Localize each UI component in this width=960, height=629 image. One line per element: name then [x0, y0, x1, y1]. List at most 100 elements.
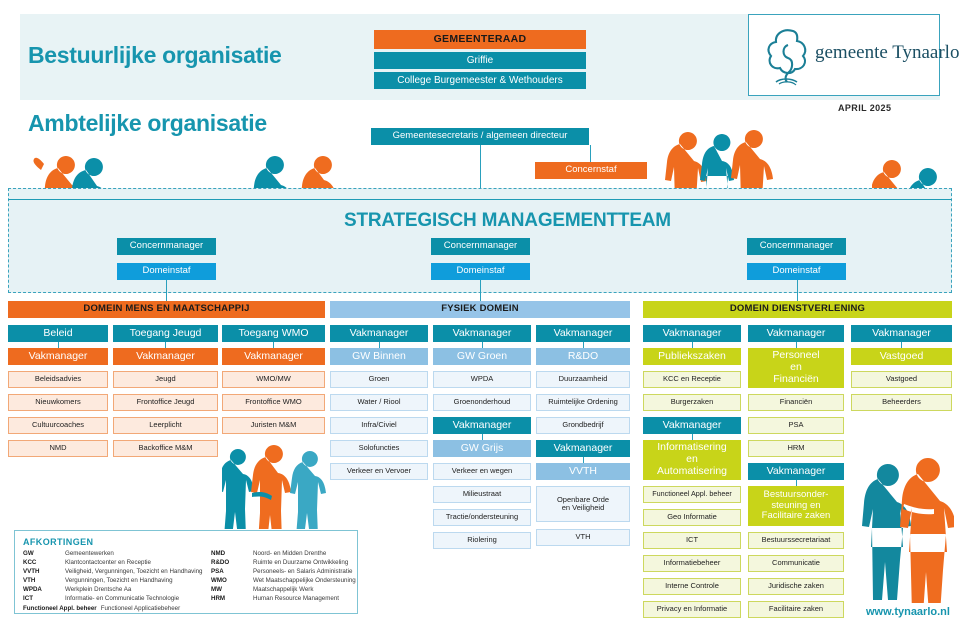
legend-definition: Ruimte en Duurzame Ontwikkeling [253, 559, 349, 567]
box-unit-publiekszaken[interactable]: Publiekszaken [643, 348, 741, 365]
box-team-frontoffice-jeugd[interactable]: Frontoffice Jeugd [113, 394, 218, 411]
box-unit-gw-binnen[interactable]: GW Binnen [330, 348, 428, 365]
box-team-juridische-zaken[interactable]: Juridische zaken [748, 578, 844, 595]
box-vakmanager-personeel-en-financien[interactable]: Vakmanager [748, 325, 844, 342]
box-team-functioneel-appl-beheer[interactable]: Functioneel Appl. beheer [643, 486, 741, 503]
box-team-privacy-en-informatie[interactable]: Privacy en Informatie [643, 601, 741, 618]
website-link[interactable]: www.tynaarlo.nl [866, 606, 950, 618]
box-team-hrm[interactable]: HRM [748, 440, 844, 457]
box-vakmanager-gw-binnen[interactable]: Vakmanager [330, 325, 428, 342]
box-unit-toegang-wmo[interactable]: Toegang WMO [222, 325, 325, 342]
box-team-water-riool[interactable]: Water / Riool [330, 394, 428, 411]
box-gemeenteraad[interactable]: GEMEENTERAAD [374, 30, 586, 49]
box-team-kcc-en-receptie[interactable]: KCC en Receptie [643, 371, 741, 388]
box-team-infra-civiel[interactable]: Infra/Civiel [330, 417, 428, 434]
box-vakmanager-vastgoed[interactable]: Vakmanager [851, 325, 952, 342]
box-team-geo-informatie[interactable]: Geo Informatie [643, 509, 741, 526]
box-team-wmo-mw[interactable]: WMO/MW [222, 371, 325, 388]
box-unit-bestuursondersteuning-en-facilitaire-zaken[interactable]: Bestuursonder- steuning en Facilitaire z… [748, 486, 844, 526]
box-unit-rdo[interactable]: R&DO [536, 348, 630, 365]
box-team-cultuurcoaches[interactable]: Cultuurcoaches [8, 417, 108, 434]
legend-definition: Personeels- en Salaris Administratie [253, 568, 353, 576]
box-college-bw[interactable]: College Burgemeester & Wethouders [374, 72, 586, 89]
box-team-solofuncties[interactable]: Solofuncties [330, 440, 428, 457]
box-vakmanager-gw-grijs[interactable]: Vakmanager [433, 417, 531, 434]
box-concernmanager-1[interactable]: Concernmanager [117, 238, 216, 255]
box-concernmanager-2[interactable]: Concernmanager [431, 238, 530, 255]
box-team-duurzaamheid[interactable]: Duurzaamheid [536, 371, 630, 388]
header-fysiek-domein[interactable]: FYSIEK DOMEIN [330, 301, 630, 318]
box-unit-gw-groen[interactable]: GW Groen [433, 348, 531, 365]
box-team-riolering[interactable]: Riolering [433, 532, 531, 549]
box-vakmanager-vvth[interactable]: Vakmanager [536, 440, 630, 457]
box-team-vastgoed[interactable]: Vastgoed [851, 371, 952, 388]
box-vakmanager-rdo[interactable]: Vakmanager [536, 325, 630, 342]
header-domein-dienstverlening[interactable]: DOMEIN DIENSTVERLENING [643, 301, 952, 318]
box-team-ruimtelijke-ordening[interactable]: Ruimtelijke Ordening [536, 394, 630, 411]
box-unit-vastgoed[interactable]: Vastgoed [851, 348, 952, 365]
legend-definition: Wet Maatschappelijke Ondersteuning [253, 577, 356, 585]
box-gemeentesecretaris[interactable]: Gemeentesecretaris / algemeen directeur [371, 128, 589, 145]
box-team-vth[interactable]: VTH [536, 529, 630, 546]
legend-title: AFKORTINGEN [23, 537, 94, 547]
box-griffie[interactable]: Griffie [374, 52, 586, 69]
box-team-psa[interactable]: PSA [748, 417, 844, 434]
box-team-nieuwkomers[interactable]: Nieuwkomers [8, 394, 108, 411]
box-vakmanager-informatisering[interactable]: Vakmanager [643, 417, 741, 434]
header-domein-mens-en-maatschappij[interactable]: DOMEIN MENS EN MAATSCHAPPIJ [8, 301, 325, 318]
box-vakmanager-publiekszaken[interactable]: Vakmanager [643, 325, 741, 342]
box-team-verkeer-en-wegen[interactable]: Verkeer en wegen [433, 463, 531, 480]
box-vakmanager-toegang-wmo[interactable]: Vakmanager [222, 348, 325, 365]
connector-domain-3 [797, 280, 798, 301]
box-vakmanager-beleid[interactable]: Vakmanager [8, 348, 108, 365]
box-unit-vvth[interactable]: VVTH [536, 463, 630, 480]
box-concernstaf[interactable]: Concernstaf [535, 162, 647, 179]
box-team-groen[interactable]: Groen [330, 371, 428, 388]
box-vakmanager-gw-groen[interactable]: Vakmanager [433, 325, 531, 342]
legend-definition: Functioneel Applicatiebeheer [100, 604, 181, 612]
box-team-wpda[interactable]: WPDA [433, 371, 531, 388]
box-team-informatiebeheer[interactable]: Informatiebeheer [643, 555, 741, 572]
box-domeinstaf-3[interactable]: Domeinstaf [747, 263, 846, 280]
box-team-burgerzaken[interactable]: Burgerzaken [643, 394, 741, 411]
box-team-jeugd[interactable]: Jeugd [113, 371, 218, 388]
box-domeinstaf-1[interactable]: Domeinstaf [117, 263, 216, 280]
box-vakmanager-toegang-jeugd[interactable]: Vakmanager [113, 348, 218, 365]
box-unit-gw-grijs[interactable]: GW Grijs [433, 440, 531, 457]
connector-beleid-vakmanager [58, 342, 59, 348]
connector-rdo [583, 342, 584, 348]
box-team-interne-controle[interactable]: Interne Controle [643, 578, 741, 595]
box-unit-toegang-jeugd[interactable]: Toegang Jeugd [113, 325, 218, 342]
box-team-openbare-orde-en-veiligheid[interactable]: Openbare Orde en Veiligheid [536, 486, 630, 522]
box-team-juristen-mm[interactable]: Juristen M&M [222, 417, 325, 434]
people-illustration-domain1 [222, 445, 326, 529]
date-label: APRIL 2025 [838, 103, 892, 113]
box-team-nmd[interactable]: NMD [8, 440, 108, 457]
box-team-financien[interactable]: Financiën [748, 394, 844, 411]
box-unit-beleid[interactable]: Beleid [8, 325, 108, 342]
box-team-groenonderhoud[interactable]: Groenonderhoud [433, 394, 531, 411]
box-team-beleidsadvies[interactable]: Beleidsadvies [8, 371, 108, 388]
box-team-bestuurssecretariaat[interactable]: Bestuurssecretariaat [748, 532, 844, 549]
box-unit-personeel-en-financien[interactable]: Personeel en Financiën [748, 348, 844, 388]
box-team-tractie-ondersteuning[interactable]: Tractie/ondersteuning [433, 509, 531, 526]
box-team-communicatie[interactable]: Communicatie [748, 555, 844, 572]
box-team-milieustraat[interactable]: Milieustraat [433, 486, 531, 503]
box-team-beheerders[interactable]: Beheerders [851, 394, 952, 411]
box-team-frontoffice-wmo[interactable]: Frontoffice WMO [222, 394, 325, 411]
box-vakmanager-bestuursondersteuning[interactable]: Vakmanager [748, 463, 844, 480]
box-team-grondbedrijf[interactable]: Grondbedrijf [536, 417, 630, 434]
box-team-facilitaire-zaken[interactable]: Facilitaire zaken [748, 601, 844, 618]
box-unit-informatisering-en-automatisering[interactable]: Informatisering en Automatisering [643, 440, 741, 480]
box-team-backoffice-mm[interactable]: Backoffice M&M [113, 440, 218, 457]
box-domeinstaf-2[interactable]: Domeinstaf [431, 263, 530, 280]
box-team-leerplicht[interactable]: Leerplicht [113, 417, 218, 434]
box-team-ict[interactable]: ICT [643, 532, 741, 549]
legend-definition: Vergunningen, Toezicht en Handhaving [65, 577, 173, 585]
box-team-verkeer-en-vervoer[interactable]: Verkeer en Vervoer [330, 463, 428, 480]
box-concernmanager-3[interactable]: Concernmanager [747, 238, 846, 255]
legend-abbreviation: Functioneel Appl. beheer [23, 604, 97, 612]
